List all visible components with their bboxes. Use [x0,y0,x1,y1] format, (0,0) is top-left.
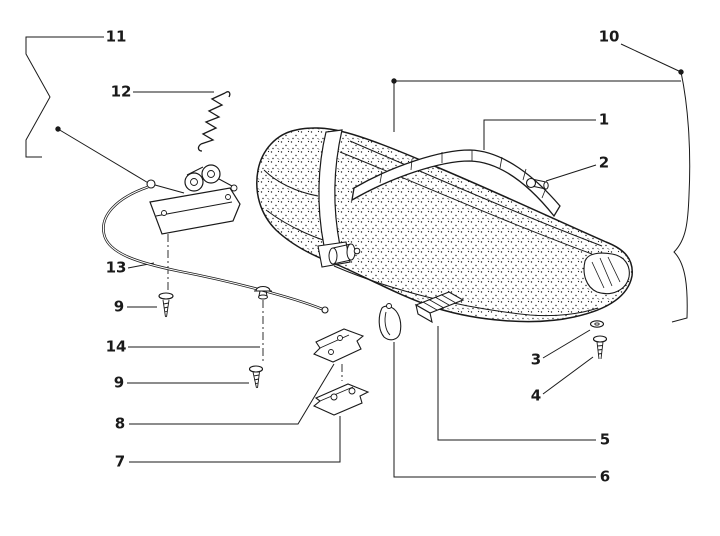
leader-6 [393,342,596,478]
callout-6: 6 [599,467,611,486]
bracket-8-illustration [313,328,365,363]
plate-7-illustration [312,383,370,416]
leader-5 [437,326,596,441]
bracket-line-10 [671,71,691,323]
assembly-centerlines [167,234,343,381]
strap-illustration [317,129,361,268]
callout-11: 11 [105,27,127,46]
cable-end-fitting [321,306,329,314]
leader-lines [25,36,691,478]
washer-3-illustration [589,320,605,328]
screw-9-lower-illustration [248,365,264,389]
callout-10: 10 [598,27,620,46]
pointer-line-11 [57,128,151,185]
screw-4-illustration [592,335,608,360]
stud-14-illustration [254,285,272,300]
callout-9-lower: 9 [113,373,125,392]
callout-8: 8 [114,414,126,433]
callout-5: 5 [599,430,611,449]
callout-12: 12 [110,82,132,101]
callout-3: 3 [530,350,542,369]
bracket-line-11 [25,36,104,158]
leader-7 [129,416,341,463]
leader-3 [542,329,591,359]
callout-13: 13 [105,258,127,277]
latch-assembly-illustration [146,164,241,235]
buckle-illustration [317,241,361,268]
leader-8 [129,363,335,425]
leader-4 [542,356,594,395]
screw-9-upper-illustration [158,292,174,318]
seat-illustration [256,127,633,323]
handle-stitching [379,150,547,199]
callout-2: 2 [598,153,610,172]
callout-9-upper: 9 [113,297,125,316]
pointer-line-10 [620,43,682,73]
pointer-dot-11 [55,126,61,132]
pin-2-illustration [525,177,549,190]
handle-illustration [351,149,561,218]
callout-4: 4 [530,386,542,405]
leader-2 [545,164,597,182]
grommet-6-illustration [378,303,402,341]
callout-14: 14 [105,337,127,356]
buffer-5-illustration [414,291,465,324]
cable-illustration [102,185,329,314]
seat-rear-plate [583,252,630,295]
leader-1 [483,119,596,150]
callout-7: 7 [114,452,126,471]
seat-seams [263,140,603,317]
callout-1: 1 [598,110,610,129]
spring-illustration [197,91,231,152]
